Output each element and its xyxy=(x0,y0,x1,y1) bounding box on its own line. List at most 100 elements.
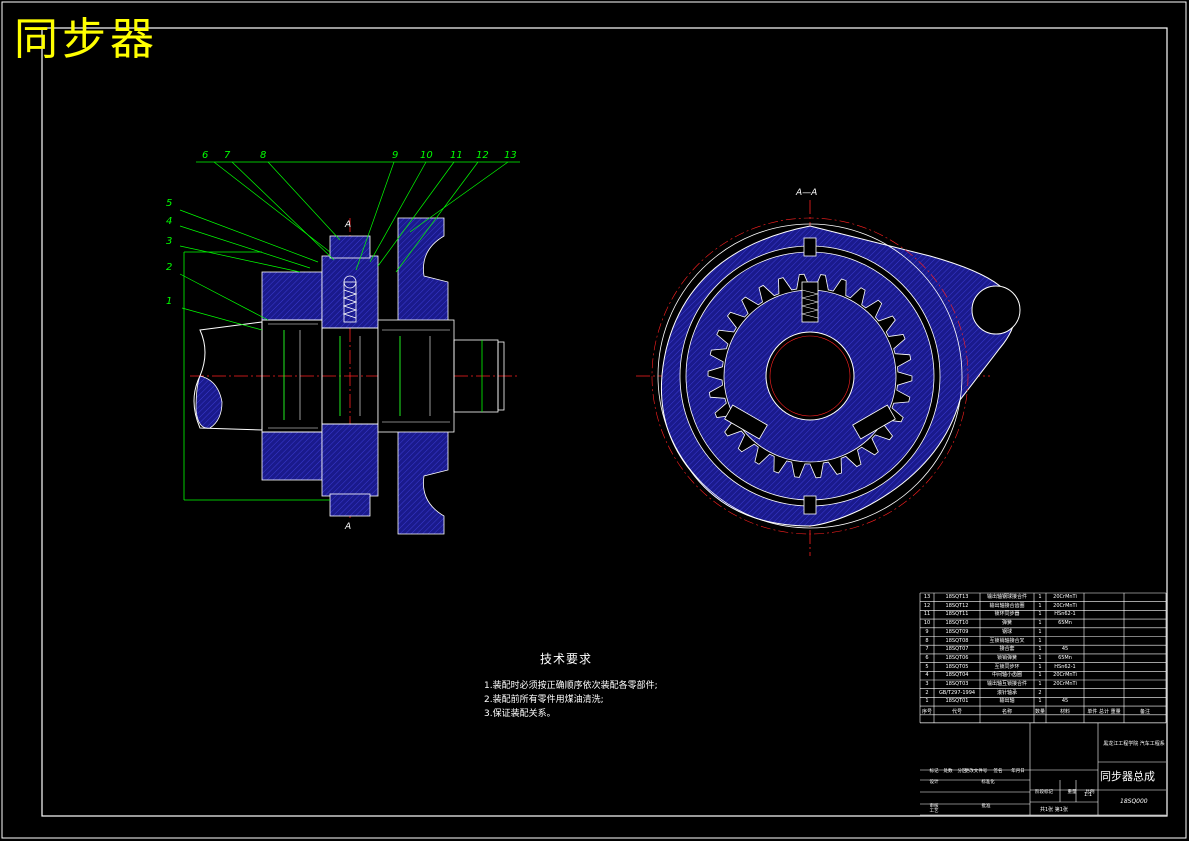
bom-cell: 18SQT06 xyxy=(945,654,969,661)
callout-5: 5 xyxy=(166,198,173,209)
bom-cell: 互锁同步环 xyxy=(994,663,1020,670)
bom-cell: 65Mn xyxy=(1058,654,1072,661)
bom-cell: 输出轴钢球接合件 xyxy=(986,594,1027,600)
bom-header-cell: 名称 xyxy=(1001,709,1012,716)
title-block-drawing-name: 同步器总成 xyxy=(1100,770,1155,783)
bom-cell: 18SQT01 xyxy=(945,698,969,705)
bom-cell: 滚针轴承 xyxy=(996,689,1017,696)
bom-cell: 1 xyxy=(1038,698,1042,705)
bom-cell: 4 xyxy=(925,672,929,679)
bom-cell: 2 xyxy=(1038,689,1042,696)
bom-cell: 1 xyxy=(1038,663,1042,670)
callout-2: 2 xyxy=(166,262,173,273)
bom-cell: 1 xyxy=(1038,620,1042,627)
callout-3: 3 xyxy=(166,236,173,247)
bom-cell: 6 xyxy=(925,654,929,661)
bom-cell: 11 xyxy=(923,611,931,618)
bom-cell: 2 xyxy=(925,689,929,696)
bom-cell: 接合套 xyxy=(999,646,1015,653)
callout-8: 8 xyxy=(260,150,267,161)
bom-cell: GB/T297-1994 xyxy=(938,689,976,696)
callout-10: 10 xyxy=(420,150,433,161)
bom-cell: 20CrMnTi xyxy=(1053,602,1077,609)
bom-cell: 13 xyxy=(923,594,931,600)
bom-cell: 18SQT09 xyxy=(945,628,969,635)
title-block-drawing-no: 18SQ000 xyxy=(1120,798,1148,805)
title-block-label: 设计 xyxy=(929,780,939,785)
bom-cell: 中间轴小齿圈 xyxy=(991,672,1022,679)
bom-cell: 9 xyxy=(925,628,929,635)
bom-header-cell: 序号 xyxy=(921,709,932,716)
bom-cell: 20CrMnTi xyxy=(1053,681,1077,687)
bom-cell: 18SQT05 xyxy=(945,663,969,670)
bom-cell: 18SQT13 xyxy=(945,594,969,600)
title-block-label: 年月日 xyxy=(1011,769,1025,774)
title-block-label: 签名 xyxy=(993,769,1003,774)
bom-cell: 18SQT10 xyxy=(945,620,969,627)
bom-header-cell: 备注 xyxy=(1139,709,1150,716)
bom-cell: 18SQT12 xyxy=(945,602,969,609)
inner-frame xyxy=(41,27,1168,817)
bom-cell: 5 xyxy=(925,663,929,670)
title-block-label: 更改文件号 xyxy=(964,769,988,774)
bom-cell: 1 xyxy=(1038,628,1042,635)
bom-header-cell: 单件 总计 重量 xyxy=(1087,709,1121,716)
title-block-label: 标记 xyxy=(929,769,939,774)
bom-cell: 输出轴互锁接合件 xyxy=(986,681,1027,687)
bom-cell: 弹簧 xyxy=(1001,620,1012,627)
section-mark-bottom: A xyxy=(345,522,352,532)
title-block-label: 标准化 xyxy=(981,780,995,785)
bom-cell: 1 xyxy=(1038,637,1042,644)
bom-cell: 8 xyxy=(925,637,929,644)
callout-12: 12 xyxy=(476,150,489,161)
callout-13: 13 xyxy=(504,150,517,161)
drawing-title: 同步器 xyxy=(14,14,158,65)
tech-requirement-item: 1.装配时必须按正确顺序依次装配各零部件; xyxy=(484,681,658,691)
title-block-scale: 1:1 xyxy=(1084,792,1093,798)
bom-cell: 1 xyxy=(1038,646,1042,653)
bom-cell: 1 xyxy=(1038,611,1042,618)
callout-9: 9 xyxy=(392,150,399,161)
tech-requirements: 技术要求 1.装配时必须按正确顺序依次装配各零部件; 2.装配前所有零件用煤油清… xyxy=(484,650,658,721)
title-block-label: 分区 xyxy=(957,769,967,774)
bom-cell: 钢球 xyxy=(1001,628,1012,635)
bom-cell: 18SQT08 xyxy=(945,637,969,644)
callout-4: 4 xyxy=(166,216,173,227)
bom-cell: 65Mn xyxy=(1058,620,1072,627)
bom-cell: 12 xyxy=(923,602,931,609)
callout-6: 6 xyxy=(202,150,209,161)
title-block-label: 工艺 xyxy=(929,809,939,814)
tech-requirement-item: 3.保证装配关系。 xyxy=(484,709,556,719)
bom-cell: 10 xyxy=(923,620,931,627)
bom-cell: 1 xyxy=(1038,654,1042,661)
bom-cell: 1 xyxy=(925,698,929,705)
bom-cell: HSn62-1 xyxy=(1054,611,1076,618)
bom-cell: 45 xyxy=(1061,646,1069,653)
bom-cell: 3 xyxy=(925,681,929,687)
bom-cell: 1 xyxy=(1038,594,1042,600)
bom-header-cell: 代号 xyxy=(951,709,962,716)
title-block-label: 重量 xyxy=(1067,790,1077,795)
bom-cell: 20CrMnTi xyxy=(1053,594,1077,600)
bom-cell: 18SQT07 xyxy=(945,646,969,653)
bom-table-grid xyxy=(919,592,1167,816)
tech-requirements-heading: 技术要求 xyxy=(540,652,593,666)
bom-cell: 1 xyxy=(1038,672,1042,679)
bom-cell: 1 xyxy=(1038,681,1042,687)
section-label: A—A xyxy=(796,188,818,198)
callout-1: 1 xyxy=(166,296,173,307)
bom-cell: 锁销弹簧 xyxy=(996,654,1017,661)
section-a-a-view xyxy=(636,200,1021,556)
bom-cell: 输出轴接合齿圈 xyxy=(989,602,1025,609)
title-block-school: 黑龙江工程学院 汽车工程系 xyxy=(1103,741,1165,747)
title-block-label: 处数 xyxy=(943,769,953,774)
title-block-label: 比例 xyxy=(1085,790,1095,795)
bom-cell: 18SQT11 xyxy=(945,611,969,618)
side-section-view xyxy=(179,161,520,535)
title-block-label: 审核 xyxy=(929,804,939,809)
title-block-label: 批准 xyxy=(981,804,991,809)
callout-7: 7 xyxy=(224,150,231,161)
bom-cell: 20CrMnTi xyxy=(1053,672,1077,679)
